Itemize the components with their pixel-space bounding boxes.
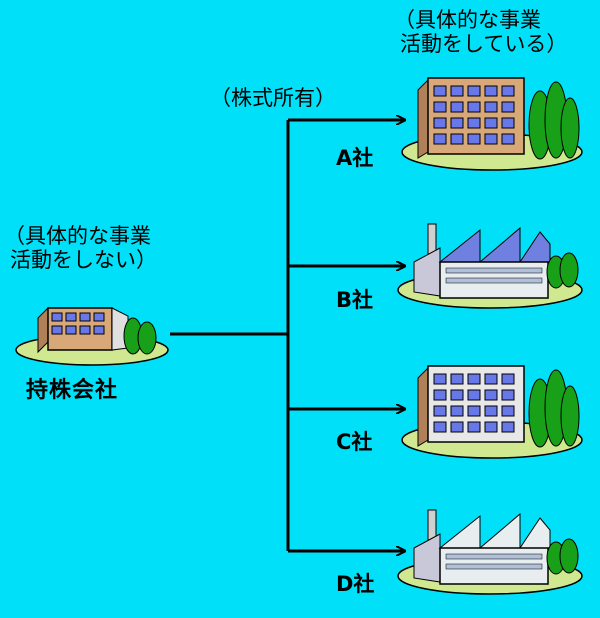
holding-note-line1: （具体的な事業 bbox=[4, 224, 151, 248]
holding-company-label: 持株会社 bbox=[26, 378, 119, 403]
subsidiary-note-line1: （具体的な事業 bbox=[394, 8, 541, 32]
company-a-building-icon bbox=[401, 77, 583, 171]
subsidiary-activity-note: （具体的な事業 活動をしている） bbox=[394, 8, 567, 56]
subsidiary-note-line2: 活動をしている） bbox=[400, 32, 568, 56]
holding-activity-note: （具体的な事業 活動をしない） bbox=[4, 224, 157, 272]
connector-lines bbox=[170, 120, 405, 551]
ownership-label: （株式所有） bbox=[210, 86, 336, 110]
company-a-label: A社 bbox=[336, 146, 374, 170]
company-b-factory-icon bbox=[397, 223, 583, 309]
company-c-building-icon bbox=[401, 365, 583, 459]
company-d-label: D社 bbox=[336, 572, 375, 596]
company-b-label: B社 bbox=[336, 288, 374, 312]
holding-note-line2: 活動をしない） bbox=[10, 248, 157, 272]
company-d-factory-icon bbox=[397, 509, 583, 595]
holding-company-building-icon bbox=[15, 306, 169, 366]
company-c-label: C社 bbox=[336, 430, 373, 454]
